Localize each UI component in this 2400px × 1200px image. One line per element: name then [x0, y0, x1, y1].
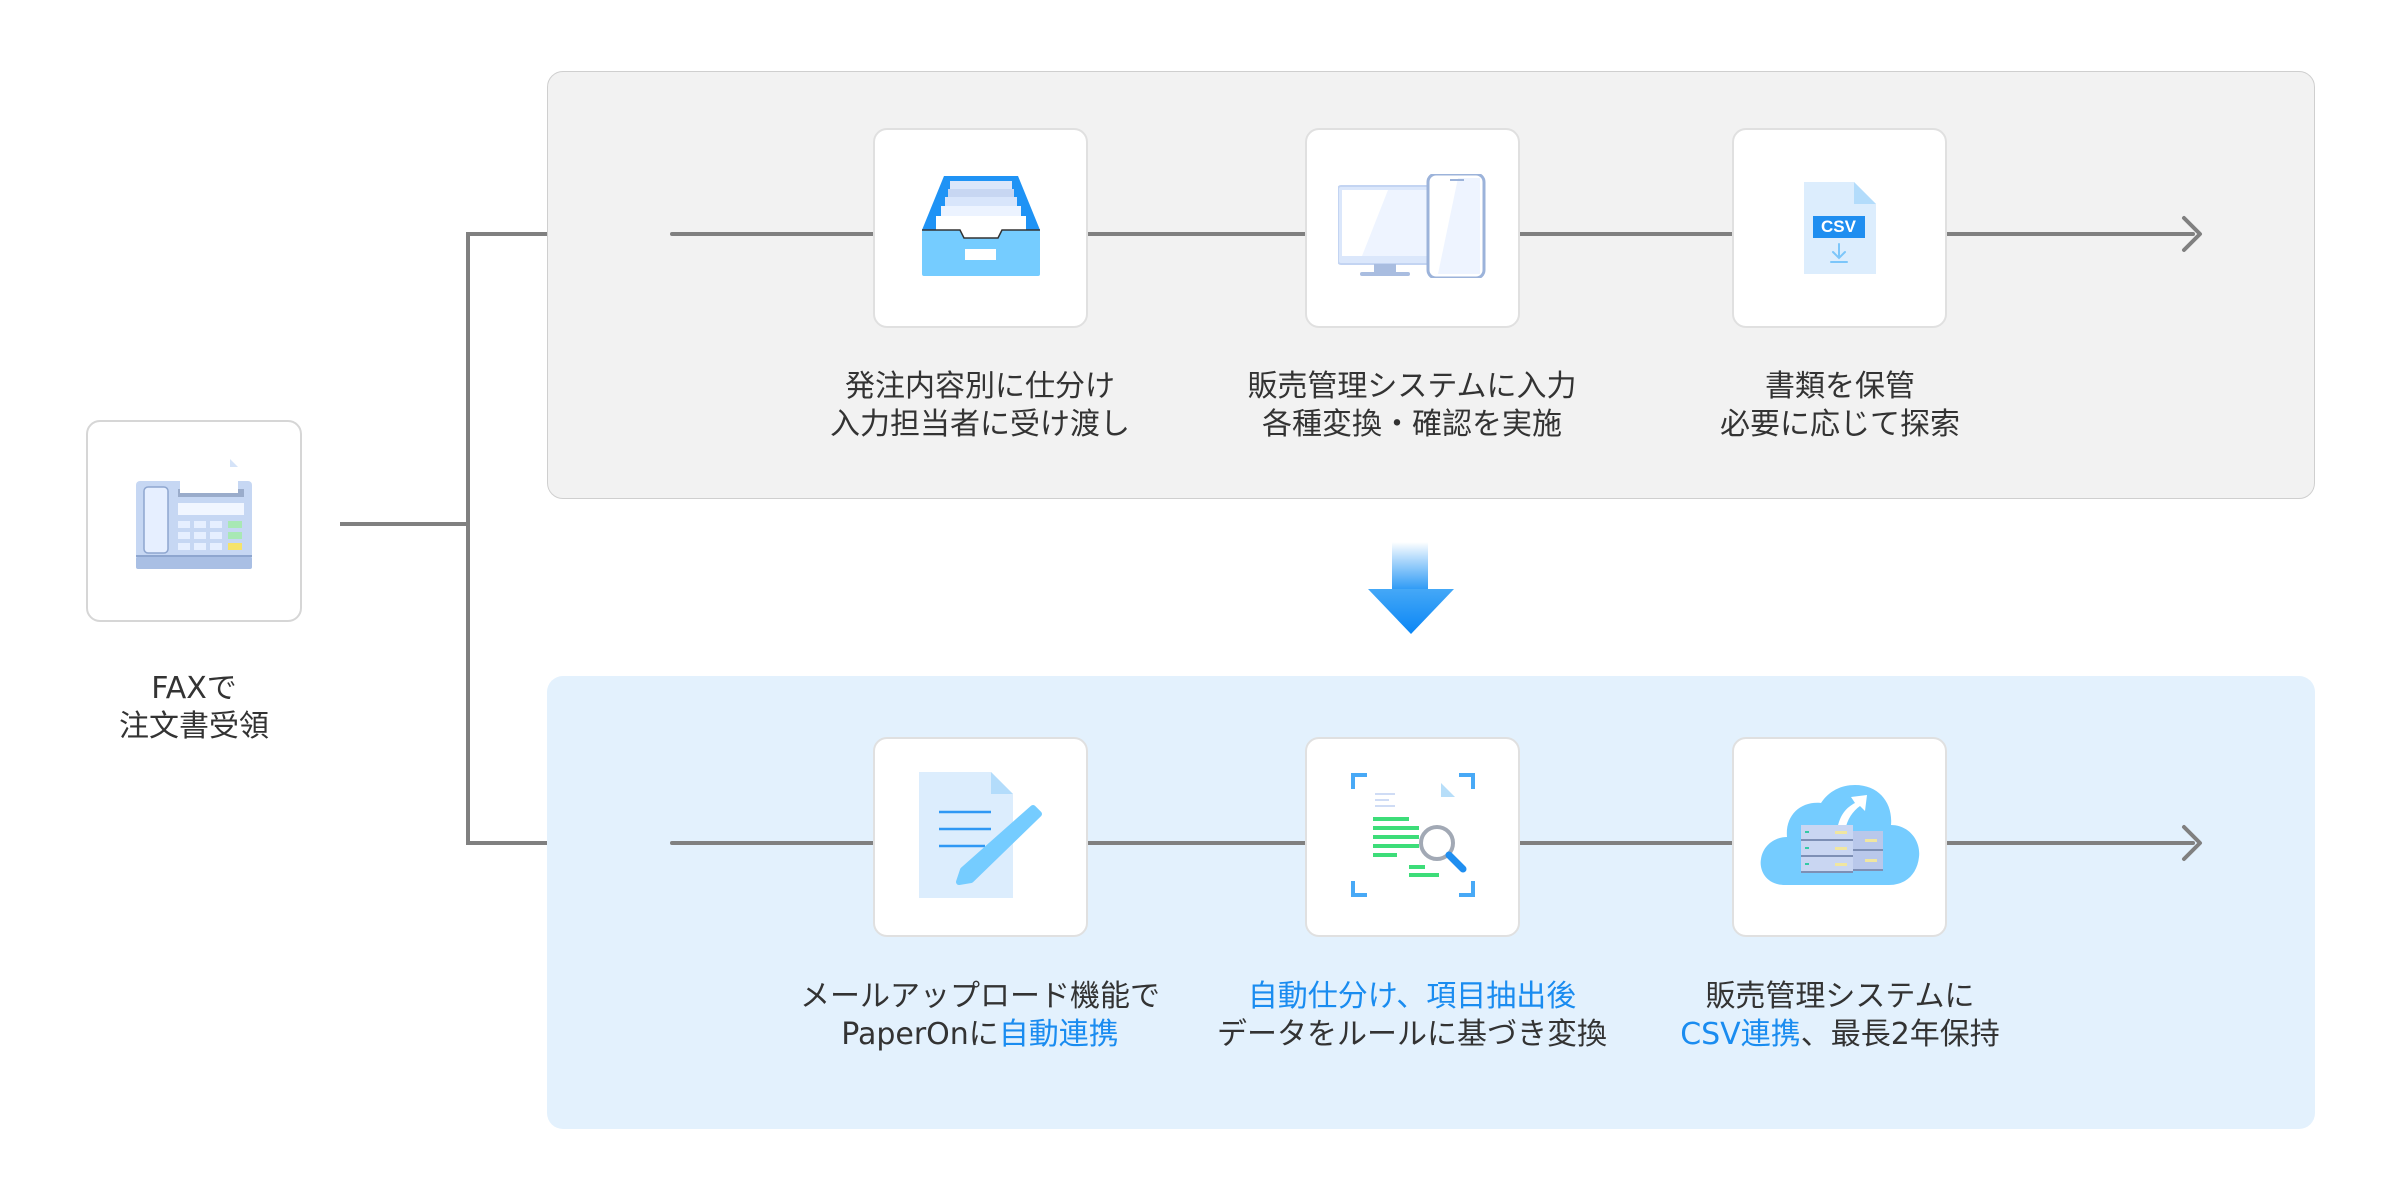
before-step-2-line2: 各種変換・確認を実施	[1262, 407, 1562, 442]
before-step-1-card	[873, 128, 1088, 328]
connector-from-fax	[340, 522, 470, 526]
inbox-tray-icon	[921, 176, 1040, 280]
after-step-2-card	[1305, 737, 1520, 937]
after-step-2-line1-highlight: 自動仕分け、項目抽出後	[1247, 979, 1577, 1014]
after-step-3-card	[1732, 737, 1947, 937]
before-step-1-caption: 発注内容別に仕分け 入力担当者に受け渡し	[760, 368, 1200, 444]
after-step-3-line1: 販売管理システムに	[1705, 979, 1975, 1014]
after-step-3-line2-plain: 、最長2年保持	[1800, 1017, 2000, 1052]
down-arrow-icon	[1368, 542, 1454, 634]
before-step-3-line2: 必要に応じて探索	[1720, 407, 1960, 442]
after-step-1-caption: メールアップロード機能で PaperOnに自動連携	[760, 978, 1200, 1054]
fax-machine-icon	[130, 459, 258, 583]
before-step-1-line1: 発注内容別に仕分け	[845, 369, 1115, 404]
after-flow-arrowhead-icon	[2182, 825, 2202, 861]
before-step-3-line1: 書類を保管	[1765, 369, 1915, 404]
desktop-and-phone-icon	[1336, 172, 1488, 282]
before-step-3-caption: 書類を保管 必要に応じて探索	[1620, 368, 2060, 444]
document-pen-icon	[918, 772, 1043, 902]
before-step-2-line1: 販売管理システムに入力	[1247, 369, 1577, 404]
before-step-2-caption: 販売管理システムに入力 各種変換・確認を実施	[1192, 368, 1632, 444]
after-step-3-caption: 販売管理システムに CSV連携、最長2年保持	[1620, 978, 2060, 1054]
after-step-2-line2: データをルールに基づき変換	[1217, 1017, 1607, 1052]
cloud-server-upload-icon	[1759, 785, 1921, 889]
connector-to-before	[466, 232, 549, 236]
after-step-2-caption: 自動仕分け、項目抽出後 データをルールに基づき変換	[1192, 978, 1632, 1054]
fax-caption-line2: 注文書受領	[119, 709, 269, 744]
after-step-1-line1: メールアップロード機能で	[800, 979, 1160, 1014]
after-step-3-line2: CSV連携、最長2年保持	[1620, 1016, 2060, 1054]
csv-file-download-icon: CSV	[1803, 182, 1876, 274]
before-step-3-card: CSV	[1732, 128, 1947, 328]
before-step-1-line2: 入力担当者に受け渡し	[830, 407, 1130, 442]
connector-vertical	[466, 232, 470, 845]
csv-label: CSV	[1821, 217, 1856, 236]
after-step-3-line2-highlight: CSV連携	[1680, 1017, 1801, 1052]
before-flow-arrowhead-icon	[2182, 216, 2202, 252]
after-step-1-line2-plain: PaperOnに	[841, 1017, 999, 1052]
after-step-1-line2-highlight: 自動連携	[998, 1017, 1119, 1052]
after-step-1-card	[873, 737, 1088, 937]
after-step-1-line2: PaperOnに自動連携	[760, 1016, 1200, 1054]
document-scan-icon	[1350, 773, 1475, 901]
fax-source-caption: FAXで 注文書受領	[0, 670, 414, 746]
fax-source-card	[86, 420, 302, 622]
fax-caption-line1: FAXで	[151, 671, 237, 706]
connector-to-after	[466, 841, 549, 845]
before-step-2-card	[1305, 128, 1520, 328]
